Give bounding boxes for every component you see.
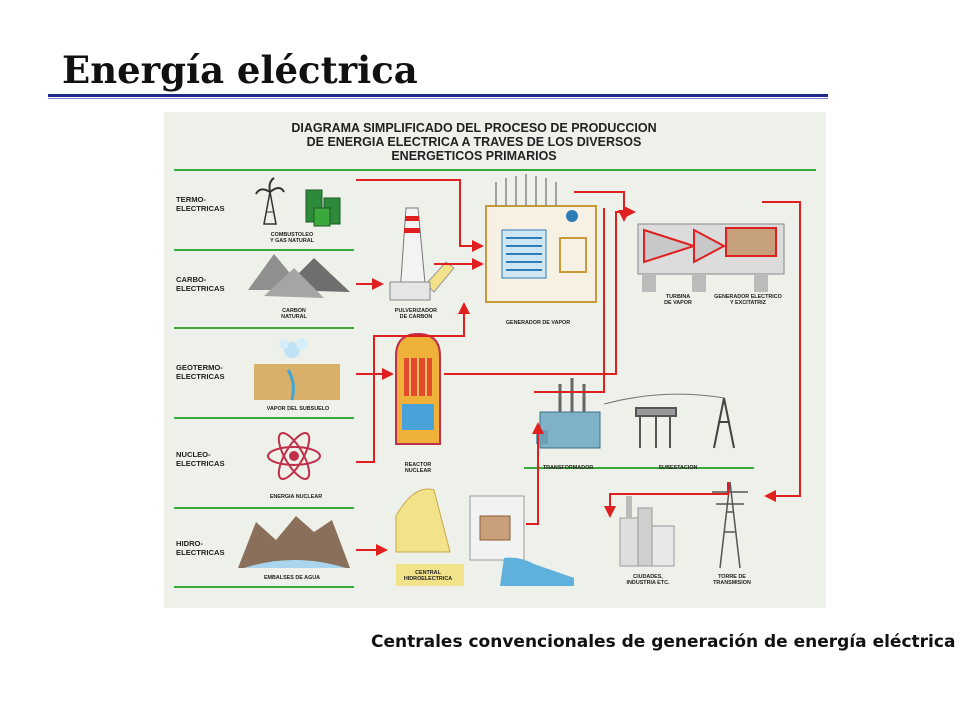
source-label-coal-2: NATURAL	[281, 314, 307, 320]
row-label-carbo: CARBO- ELECTRICAS	[176, 275, 225, 293]
source-label-geo: VAPOR DEL SUBSUELO	[267, 406, 329, 412]
label-turbina-2: DE VAPOR	[664, 300, 692, 306]
label-reactor-1: REACTOR	[405, 462, 432, 468]
slide-caption: Centrales convencionales de generación d…	[371, 632, 956, 652]
label-torre-1: TORRE DE	[718, 574, 746, 580]
flow-arrow-nuclear	[356, 302, 470, 463]
coal-pulverizer-icon	[389, 207, 455, 301]
oil-gas-source-icon	[255, 177, 341, 227]
svg-text:NUCLEO-: NUCLEO-	[176, 450, 211, 459]
svg-text:ELECTRICAS: ELECTRICAS	[176, 372, 225, 381]
turbine-generator-icon	[637, 223, 785, 292]
flow-arrow-generator-transformer	[534, 208, 605, 393]
source-label-oil-1: COMBUSTOLEO	[271, 232, 313, 238]
svg-text:ELECTRICAS: ELECTRICAS	[176, 284, 225, 293]
diagram-title-line-1: DIAGRAMA SIMPLIFICADO DEL PROCESO DE PRO…	[291, 121, 656, 135]
hydro-plant-icon	[395, 488, 574, 586]
svg-text:HIDRO-: HIDRO-	[176, 539, 203, 548]
flow-arrow-hydro-transformer	[526, 422, 544, 525]
label-reactor-2: NUCLEAR	[405, 468, 431, 474]
label-generador-electrico-2: Y EXCITATRIZ	[730, 300, 767, 306]
city-industry-icon	[619, 496, 675, 567]
steam-generator-icon	[485, 174, 597, 303]
label-pulverizador-2: DE CARBON	[400, 314, 433, 320]
geothermal-steam-icon	[254, 338, 340, 401]
label-turbina-1: TURBINA	[666, 294, 690, 300]
source-label-nuclear: ENERGIA NUCLEAR	[270, 494, 322, 500]
svg-text:ELECTRICAS: ELECTRICAS	[176, 548, 225, 557]
slide-title: Energía eléctrica	[62, 48, 418, 92]
row-label-geotermo: GEOTERMO- ELECTRICAS	[176, 363, 225, 381]
label-pulverizador-1: PULVERIZADOR	[395, 308, 437, 314]
energy-flow-arrows	[356, 179, 801, 556]
label-central-hidro-1: CENTRAL	[415, 570, 441, 576]
label-generador-vapor: GENERADOR DE VAPOR	[506, 320, 570, 326]
nuclear-reactor-icon	[395, 332, 441, 445]
coal-pile-icon	[248, 254, 350, 298]
flow-arrow-steam	[574, 191, 630, 222]
svg-text:TERMO-: TERMO-	[176, 195, 206, 204]
row-label-termo: TERMO- ELECTRICAS	[176, 195, 225, 213]
source-label-hydro: EMBALSES DE AGUA	[264, 575, 320, 581]
label-generador-electrico-1: GENERADOR ELECTRICO	[714, 294, 782, 300]
flow-arrow-generator-tower	[762, 201, 801, 502]
label-ciudades-2: INDUSTRIA ETC.	[627, 580, 670, 586]
label-torre-2: TRANSMISION	[713, 580, 751, 586]
atom-icon	[267, 432, 321, 480]
flow-arrow-tower-city	[604, 482, 729, 518]
label-ciudades-1: CIUDADES,	[633, 574, 663, 580]
svg-text:GEOTERMO-: GEOTERMO-	[176, 363, 223, 372]
row-label-nucleo: NUCLEO- ELECTRICAS	[176, 450, 225, 468]
diagram-title-line-2: DE ENERGIA ELECTRICA A TRAVES DE LOS DIV…	[307, 135, 642, 149]
reservoir-icon	[238, 516, 350, 568]
diagram-title-line-3: ENERGETICOS PRIMARIOS	[391, 149, 556, 163]
svg-text:ELECTRICAS: ELECTRICAS	[176, 459, 225, 468]
transmission-tower-icon	[712, 481, 748, 569]
flow-arrow-termo	[356, 179, 484, 252]
row-label-hidro: HIDRO- ELECTRICAS	[176, 539, 225, 557]
label-central-hidro-2: HIDROELECTRICA	[404, 576, 452, 582]
substation-icon	[603, 393, 735, 449]
row-dividers	[174, 169, 816, 588]
label-transformador: TRANSFORMADOR	[543, 465, 593, 471]
svg-text:CARBO-: CARBO-	[176, 275, 207, 284]
svg-text:ELECTRICAS: ELECTRICAS	[176, 204, 225, 213]
title-underline-thin	[48, 98, 828, 99]
source-label-coal-1: CARBON	[282, 308, 306, 314]
source-label-oil-2: Y GAS NATURAL	[270, 238, 315, 244]
label-subestacion: SUBESTACION	[659, 465, 698, 471]
title-underline	[48, 94, 828, 97]
transformer-icon	[536, 378, 601, 449]
power-generation-diagram: DIAGRAMA SIMPLIFICADO DEL PROCESO DE PRO…	[164, 112, 826, 608]
